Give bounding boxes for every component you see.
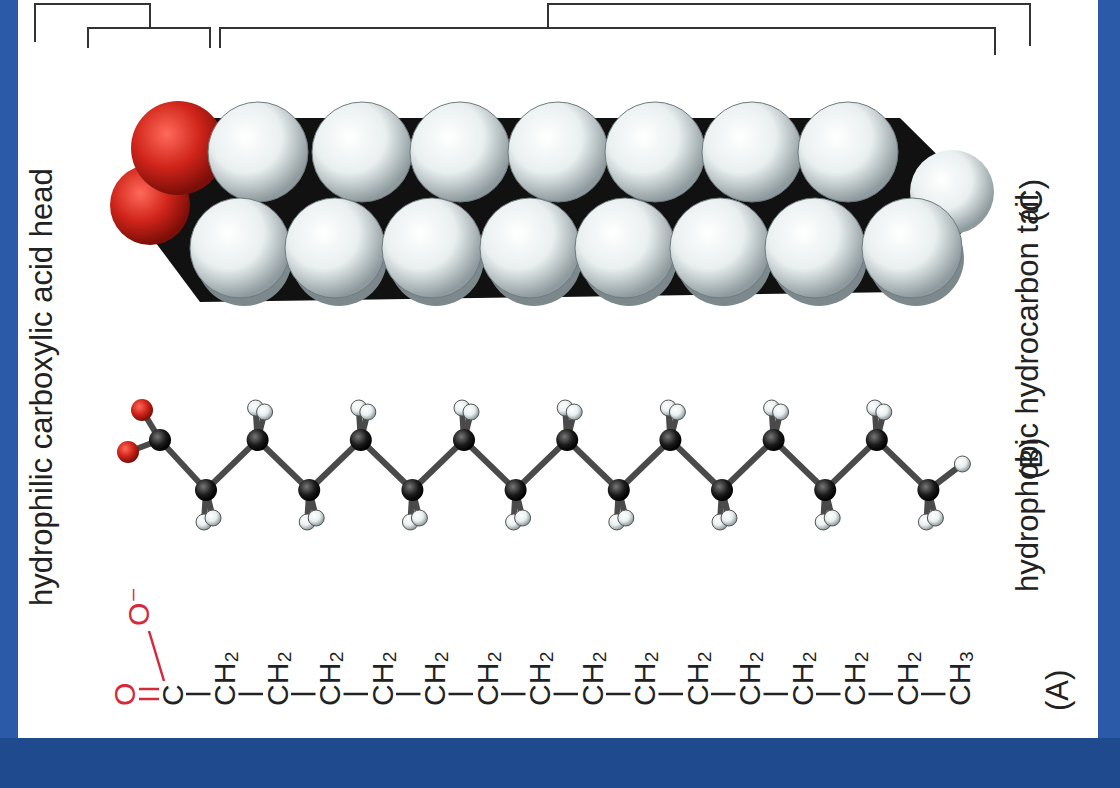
hydrogen-ball xyxy=(411,510,427,526)
bracket xyxy=(88,28,210,48)
single-bond xyxy=(501,693,526,696)
hydrogen-ball xyxy=(463,404,479,420)
formula-group: CH₂ xyxy=(417,651,452,706)
hydrogen-ball xyxy=(721,510,737,526)
carbon-ball xyxy=(195,479,217,501)
hydrogen-sphere xyxy=(765,198,865,298)
bracket xyxy=(35,4,1030,55)
hydrogen-ball xyxy=(954,456,970,472)
hydrogen-sphere xyxy=(410,102,510,202)
formula-group: CH₂ xyxy=(785,651,820,706)
formula-group: CH₂ xyxy=(470,651,505,706)
hydrogen-sphere xyxy=(702,102,802,202)
carbon-ball xyxy=(149,429,171,451)
single-bond xyxy=(921,693,946,696)
region-label: hydrophobic hydrocarbon tail xyxy=(1010,194,1046,592)
hydrogen-sphere xyxy=(312,102,412,202)
single-bond xyxy=(344,693,369,696)
carbon-ball xyxy=(453,429,475,451)
leader-line xyxy=(548,4,1030,46)
carbon-ball xyxy=(711,479,733,501)
hydrogen-sphere xyxy=(862,198,962,298)
hydrogen-sphere xyxy=(382,198,482,298)
region-label: hydrophilic carboxylic acid head xyxy=(24,168,60,606)
formula-group: CH₂ xyxy=(207,651,242,706)
oxygen-ball xyxy=(131,399,153,421)
bracket xyxy=(220,28,995,55)
single-bond xyxy=(396,693,421,696)
carbon-ball xyxy=(247,429,269,451)
single-bond xyxy=(764,693,789,696)
atom-symbol: O xyxy=(107,682,142,705)
formula-group: CH₂ xyxy=(522,651,557,706)
carbon-ball xyxy=(814,479,836,501)
hydrogen-sphere xyxy=(575,198,675,298)
formula-group: CH₂ xyxy=(732,651,767,706)
hydrogen-sphere xyxy=(670,198,770,298)
hydrogen-ball xyxy=(773,404,789,420)
single-bond xyxy=(606,693,631,696)
panel-label: (A) xyxy=(1040,669,1076,710)
hydrogen-sphere xyxy=(190,198,290,298)
oxygen-ball xyxy=(117,441,139,463)
single-bond xyxy=(554,693,579,696)
hydrogen-sphere xyxy=(208,102,308,202)
formula-group: CH₂ xyxy=(365,651,400,706)
carbon-ball xyxy=(298,479,320,501)
formula-group: C xyxy=(155,684,190,706)
carbon-ball xyxy=(917,479,939,501)
atom-symbol: O⁻ xyxy=(121,586,156,625)
ball-and-stick-model xyxy=(117,399,970,530)
single-bond xyxy=(186,693,211,696)
hydrogen-ball xyxy=(876,404,892,420)
footer-bar xyxy=(0,738,1120,788)
single-bond xyxy=(869,693,894,696)
formula-group: CH₂ xyxy=(837,651,872,706)
carbon-ball xyxy=(350,429,372,451)
hydrogen-ball xyxy=(669,404,685,420)
formula-group: CH₂ xyxy=(627,651,662,706)
hydrogen-ball xyxy=(618,510,634,526)
single-bond xyxy=(291,693,316,696)
single-bond xyxy=(239,693,264,696)
hydrogen-ball xyxy=(360,404,376,420)
single-bond xyxy=(659,693,684,696)
formula-group: CH₂ xyxy=(890,651,925,706)
hydrogen-sphere xyxy=(798,102,898,202)
carbon-ball xyxy=(556,429,578,451)
hydrogen-sphere xyxy=(480,198,580,298)
panel-label: (C) xyxy=(1014,178,1050,221)
hydrogen-sphere xyxy=(285,198,385,298)
single-bond xyxy=(816,693,841,696)
hydrogen-ball xyxy=(927,510,943,526)
formula-group: CH₂ xyxy=(312,651,347,706)
formula-group: CH₂ xyxy=(575,651,610,706)
hydrogen-ball xyxy=(308,510,324,526)
hydrogen-ball xyxy=(566,404,582,420)
single-bond xyxy=(711,693,736,696)
carbon-ball xyxy=(505,479,527,501)
space-filling-model xyxy=(110,101,994,306)
formula-group: CH₂ xyxy=(680,651,715,706)
carbon-ball xyxy=(866,429,888,451)
hydrogen-sphere xyxy=(605,102,705,202)
carbon-ball xyxy=(608,479,630,501)
formula-group: CH₂ xyxy=(260,651,295,706)
single-bond xyxy=(149,631,164,681)
carbon-ball xyxy=(763,429,785,451)
hydrogen-ball xyxy=(824,510,840,526)
carbon-ball xyxy=(659,429,681,451)
hydrogen-ball xyxy=(257,404,273,420)
hydrogen-sphere xyxy=(508,102,608,202)
hydrogen-ball xyxy=(205,510,221,526)
leader-line xyxy=(35,4,150,42)
carbon-ball xyxy=(401,479,423,501)
hydrogen-ball xyxy=(515,510,531,526)
single-bond xyxy=(449,693,474,696)
formula-group: CH₃ xyxy=(942,650,977,706)
panel-label: (B) xyxy=(1014,437,1050,478)
